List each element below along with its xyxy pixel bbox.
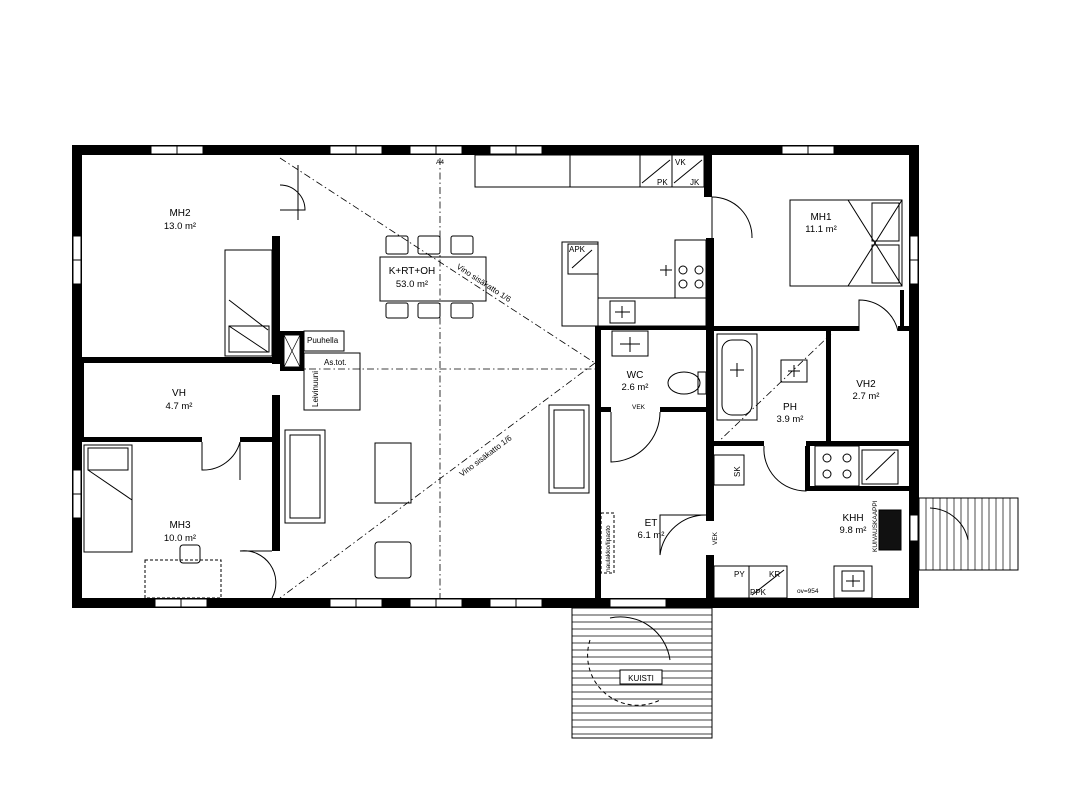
windows <box>72 145 919 608</box>
exterior-walls <box>72 145 919 608</box>
room-name-et: ET <box>645 518 658 529</box>
side-steps <box>918 497 1019 571</box>
entrance-fixtures <box>600 512 615 574</box>
dining-table <box>379 235 487 319</box>
label-vek-wc: VEK <box>632 404 646 411</box>
label-naulakko: naulakko/lipasto <box>605 525 612 572</box>
label-puuhella: Puuhella <box>307 336 339 345</box>
room-area-ph: 3.9 m² <box>777 414 804 425</box>
porch <box>571 607 713 739</box>
fireplace <box>280 330 361 411</box>
label-jk: JK <box>690 178 700 187</box>
room-name-vh2: VH2 <box>856 379 876 390</box>
room-name-khh: KHH <box>842 513 863 524</box>
label-ov: ov=954 <box>797 588 819 595</box>
room-name-ph: PH <box>783 402 797 413</box>
label-kuivauskaappi: KUIVAUSKAAPPI <box>872 500 879 552</box>
room-area-mh3: 10.0 m² <box>164 533 196 544</box>
beds <box>83 199 903 599</box>
label-astot: As.tot. <box>324 358 347 367</box>
label-leivinuuni: Leivinuuni <box>311 371 320 407</box>
room-name-krtoh: K+RT+OH <box>389 266 436 277</box>
label-vek-et: VEK <box>712 531 719 545</box>
label-apk: APK <box>569 245 586 254</box>
room-name-vh: VH <box>172 388 186 399</box>
room-area-krtoh: 53.0 m² <box>396 279 428 290</box>
room-name-wc: WC <box>627 370 644 381</box>
room-area-mh1: 11.1 m² <box>805 224 837 235</box>
label-kr: KR <box>769 570 780 579</box>
label-vk: VK <box>675 158 686 167</box>
room-area-vh: 4.7 m² <box>166 401 193 412</box>
label-pk: PK <box>657 178 668 187</box>
label-py: PY <box>734 570 745 579</box>
room-name-mh1: MH1 <box>810 212 832 223</box>
label-a4: A4 <box>436 159 444 166</box>
room-name-mh3: MH3 <box>169 520 191 531</box>
bathroom-fixtures <box>611 330 902 599</box>
label-sloped-ceiling-upper: Vino sisäkatto 1/6 <box>455 262 513 304</box>
label-kuisti: KUISTI <box>628 674 654 683</box>
room-area-mh2: 13.0 m² <box>164 221 196 232</box>
doors <box>201 165 899 599</box>
room-labels: MH2 13.0 m² K+RT+OH 53.0 m² MH1 11.1 m² … <box>164 208 880 544</box>
label-sloped-ceiling-lower: Vino sisäkatto 1/6 <box>458 433 514 478</box>
interior-walls <box>82 155 909 598</box>
room-name-mh2: MH2 <box>169 208 191 219</box>
label-ppk: PPK <box>750 588 767 597</box>
room-area-vh2: 2.7 m² <box>853 391 880 402</box>
sloped-ceiling-lines <box>279 157 832 599</box>
room-area-wc: 2.6 m² <box>622 382 649 393</box>
label-sk: SK <box>733 466 742 477</box>
kitchen-cabinets <box>474 154 707 327</box>
room-area-khh: 9.8 m² <box>840 525 867 536</box>
living-furniture <box>284 404 590 579</box>
room-area-et: 6.1 m² <box>638 530 665 541</box>
